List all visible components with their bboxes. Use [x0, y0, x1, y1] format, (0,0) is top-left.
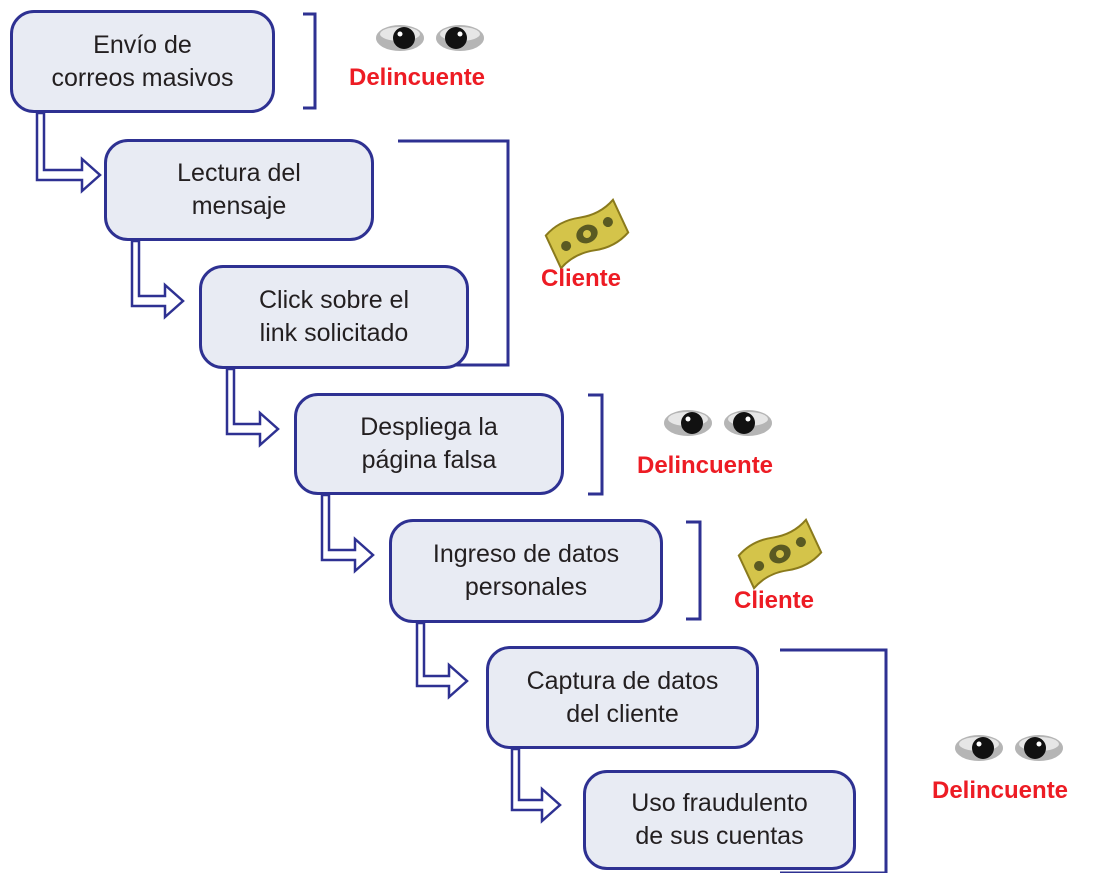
step-label-5: Ingreso de datos personales: [432, 540, 620, 601]
icons: [376, 25, 1063, 761]
step-box-6: Captura de datos del cliente: [486, 646, 759, 749]
connector-arrow-6: [510, 747, 562, 824]
step-box-7: Uso fraudulento de sus cuentas: [583, 770, 856, 870]
connector-arrow-4: [320, 493, 375, 574]
group-bracket-1: [303, 12, 317, 110]
role-label-3: Delincuente: [637, 452, 774, 479]
eyes-icon: [376, 25, 484, 51]
step-label-7: Uso fraudulento de sus cuentas: [631, 789, 808, 850]
eyes-icon: [955, 735, 1063, 761]
role-label-5: Delincuente: [932, 777, 1069, 804]
step-label-6: Captura de datos del cliente: [526, 666, 719, 728]
step-box-3: Click sobre el link solicitado: [199, 265, 469, 369]
group-bracket-4: [686, 520, 702, 621]
connector-arrow-2: [130, 239, 185, 320]
step-label-4: Despliega la página falsa: [360, 413, 498, 474]
connector-arrow-3: [225, 367, 280, 448]
money-icon: [737, 517, 823, 591]
step-box-5: Ingreso de datos personales: [389, 519, 663, 623]
money-icon: [544, 197, 630, 271]
group-bracket-3: [588, 393, 604, 496]
step-box-1: Envío de correos masivos: [10, 10, 275, 113]
role-label-1: Delincuente: [349, 64, 486, 91]
connector-arrow-5: [415, 621, 469, 700]
step-label-1: Envío de correos masivos: [51, 30, 234, 92]
connectors: [35, 111, 562, 824]
role-label-2: Cliente: [541, 265, 622, 292]
step-box-2: Lectura del mensaje: [104, 139, 374, 241]
role-label-4: Cliente: [734, 587, 815, 614]
group-bracket-5: [780, 648, 888, 873]
eyes-icon: [664, 410, 772, 436]
step-label-3: Click sobre el link solicitado: [258, 286, 410, 347]
step-label-2: Lectura del mensaje: [177, 159, 301, 220]
step-box-4: Despliega la página falsa: [294, 393, 564, 495]
connector-arrow-1: [35, 111, 102, 194]
